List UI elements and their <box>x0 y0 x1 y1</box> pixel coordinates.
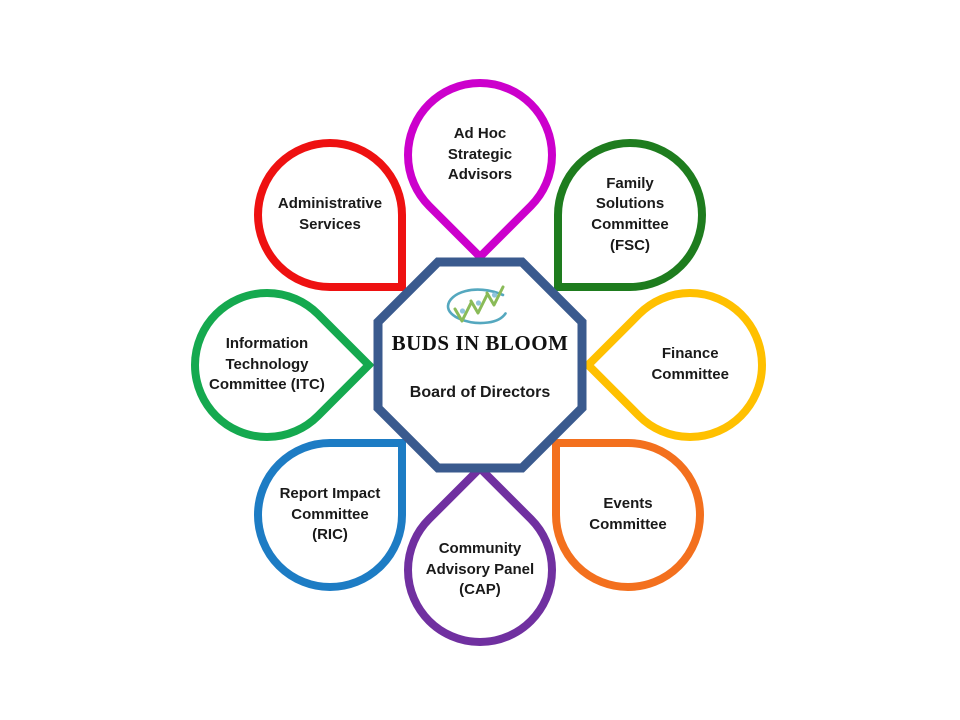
petal-label: Report Impact Committee (RIC) <box>279 484 381 544</box>
logo-dot <box>491 292 498 298</box>
logo-sprout <box>485 285 505 307</box>
center-content: BUDS IN BLOOM Board of Directors <box>378 262 582 468</box>
petal-administrative-services: Administrative Services <box>254 139 406 291</box>
center-octagon-border <box>373 257 587 473</box>
logo-dot <box>459 308 466 314</box>
logo-sprout <box>453 301 473 323</box>
petal-label: Finance Committee <box>651 345 729 383</box>
petal-family-solutions-committee: Family Solutions Committee (FSC) <box>554 139 706 291</box>
buds-in-bloom-logo <box>446 285 507 325</box>
petal-label: Ad Hoc Strategic Advisors <box>447 124 513 184</box>
petal-label: Information Technology Committee (ITC) <box>209 334 325 394</box>
board-of-directors-label: Board of Directors <box>409 384 551 401</box>
logo-sprout <box>469 293 489 315</box>
petal-label: Administrative Services <box>277 195 383 233</box>
logo-dot <box>475 300 482 306</box>
petal-label: Family Solutions Committee (FSC) <box>591 174 669 254</box>
center-octagon <box>373 257 587 473</box>
petal-label: Events Committee <box>589 495 667 533</box>
logo-swoosh <box>446 288 507 325</box>
petal-events-committee: Events Committee <box>552 439 704 591</box>
petal-report-impact-committee: Report Impact Committee (RIC) <box>254 439 406 591</box>
petal-label: Community Advisory Panel (CAP) <box>425 539 535 599</box>
org-title: BUDS IN BLOOM <box>391 331 569 355</box>
